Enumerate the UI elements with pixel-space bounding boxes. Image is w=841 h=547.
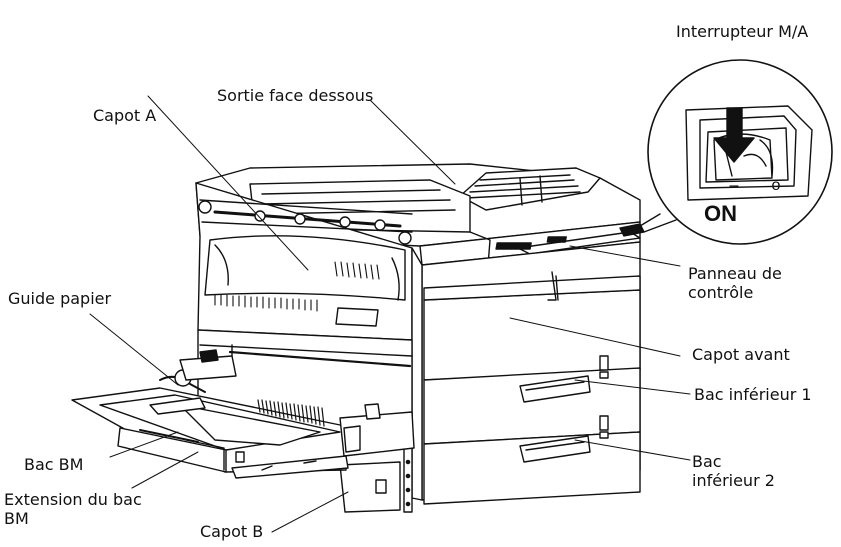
leader-control-panel: [569, 245, 681, 267]
leader-cover-b: [271, 491, 349, 533]
label-control-panel-line1: Panneau de: [688, 264, 782, 283]
label-cover-a: Capot A: [93, 106, 157, 125]
leader-mp-tray: [109, 431, 179, 458]
arrow-down-icon: [713, 107, 755, 163]
label-control-panel: Panneau de contrôle: [688, 264, 782, 302]
label-control-panel-line2: contrôle: [688, 283, 754, 302]
lower-tray-2: [423, 431, 641, 505]
label-cover-b: Capot B: [200, 522, 264, 541]
label-front-cover: Capot avant: [692, 345, 790, 364]
leader-front-cover: [509, 317, 681, 357]
label-face-down-exit: Sortie face dessous: [217, 86, 374, 105]
cover-a-panel: [204, 235, 406, 301]
label-lower-tray-1: Bac inférieur 1: [694, 385, 812, 404]
label-mp-tray-extension-line1: Extension du bac: [4, 490, 142, 509]
paper-guide: [149, 397, 206, 415]
cover-b: [339, 461, 401, 513]
label-mp-tray: Bac BM: [24, 455, 84, 474]
mp-tray-extension: [117, 427, 227, 473]
switch-on-symbol: o: [772, 177, 781, 194]
label-mp-tray-extension: Extension du bac BM: [4, 490, 142, 528]
switch-off-symbol: –: [730, 177, 739, 194]
label-paper-guide: Guide papier: [8, 289, 112, 308]
label-power-switch: Interrupteur M/A: [676, 22, 809, 41]
leader-cover-a: [147, 95, 309, 271]
leader-mp-tray-extension: [131, 451, 199, 489]
label-mp-tray-extension-line2: BM: [4, 509, 29, 528]
switch-state-on: ON: [704, 201, 737, 226]
label-lower-tray-2-line1: Bac: [692, 452, 722, 471]
control-panel-strip: [517, 231, 641, 255]
label-lower-tray-2-line2: inférieur 2: [692, 471, 775, 490]
leader-lower-tray-1: [574, 379, 691, 395]
leader-lower-tray-2: [574, 439, 691, 461]
label-lower-tray-2: Bac inférieur 2: [692, 452, 775, 490]
leader-paper-guide: [89, 313, 179, 386]
leader-face-down-exit: [369, 99, 456, 185]
